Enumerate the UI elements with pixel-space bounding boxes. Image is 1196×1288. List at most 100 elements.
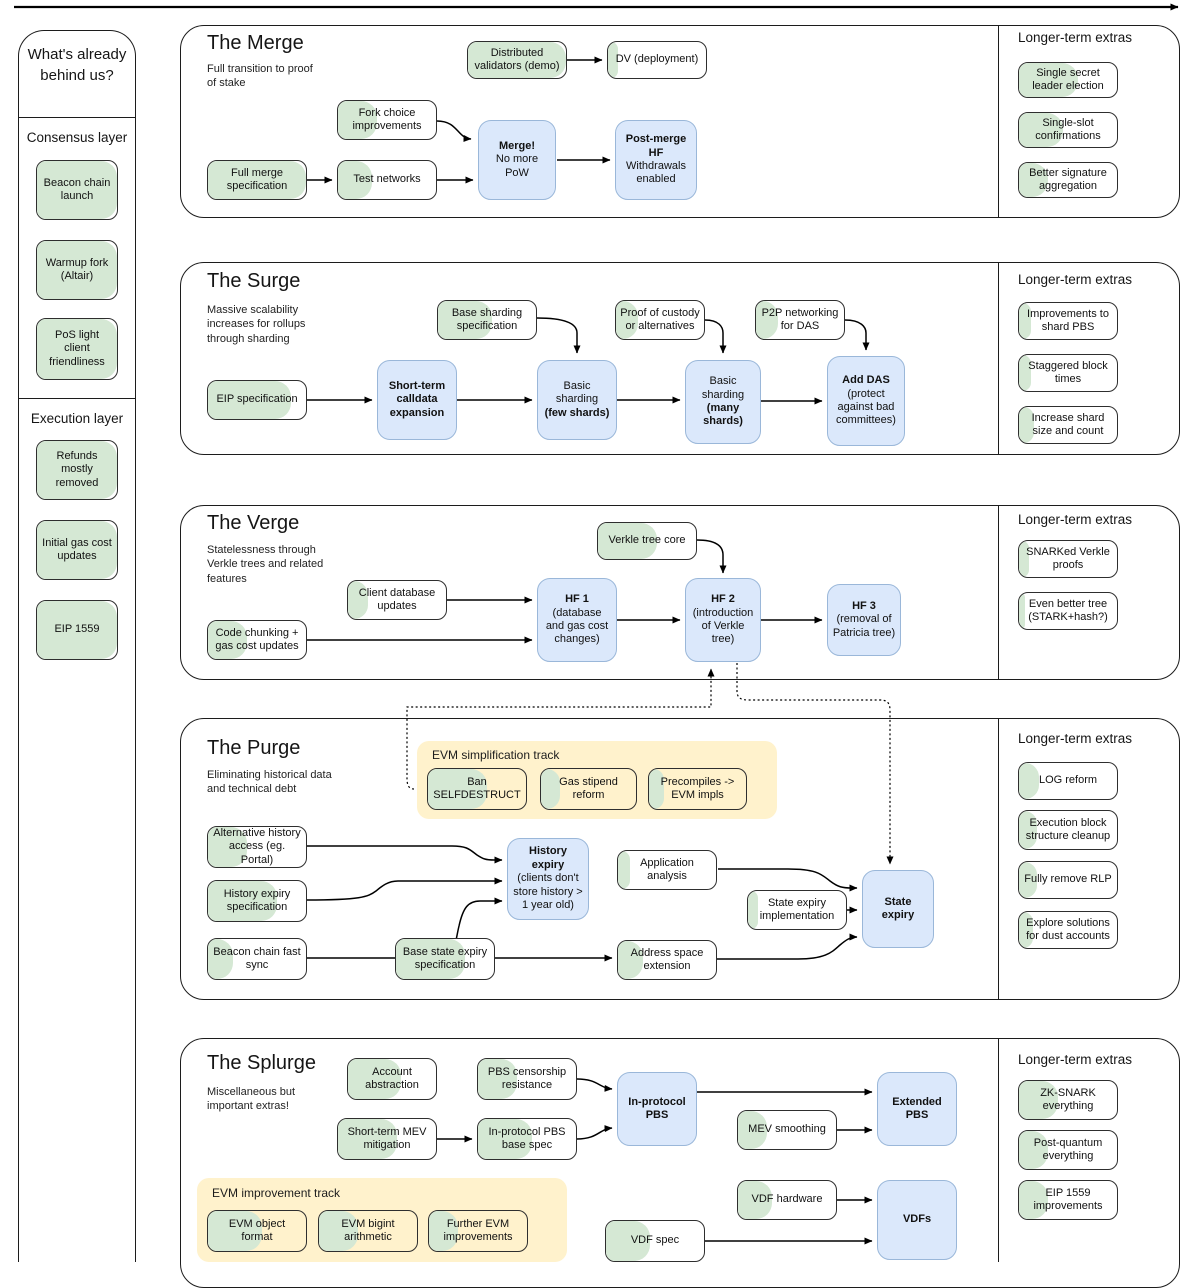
node-label: Explore solutions for dust accounts <box>1026 916 1110 942</box>
node-mev-smoothing[interactable]: MEV smoothing <box>737 1110 837 1150</box>
node-base-sharding-spec[interactable]: Base sharding specification <box>437 300 537 340</box>
surge-title: The Surge <box>207 270 301 292</box>
node-state-expiry-implementation[interactable]: State expiry implementation <box>747 890 847 930</box>
node-label: LOG reform <box>1038 774 1098 787</box>
node-evm-object-format[interactable]: EVM object format <box>207 1210 307 1252</box>
milestone-hf3[interactable]: HF 3(removal of Patricia tree) <box>827 584 901 656</box>
node-label: VDF hardware <box>751 1193 823 1206</box>
node-in-protocol-pbs-base-spec[interactable]: In-protocol PBS base spec <box>477 1118 577 1160</box>
node-client-database-updates[interactable]: Client database updates <box>347 580 447 620</box>
node-pos-light-client[interactable]: PoS light client friendliness <box>36 318 118 380</box>
extra-execution-block-cleanup[interactable]: Execution block structure cleanup <box>1018 810 1118 850</box>
node-eip-specification[interactable]: EIP specification <box>207 380 307 420</box>
milestone-many-shards[interactable]: Basic sharding(many shards) <box>685 360 761 444</box>
node-warmup-fork-altair[interactable]: Warmup fork (Altair) <box>36 240 118 300</box>
milestone-calldata-expansion[interactable]: Short-term calldata expansion <box>377 360 457 440</box>
node-full-merge-spec[interactable]: Full merge specification <box>207 160 307 200</box>
node-fork-choice[interactable]: Fork choice improvements <box>337 100 437 140</box>
node-application-analysis[interactable]: Application analysis <box>617 850 717 890</box>
node-code-chunking[interactable]: Code chunking + gas cost updates <box>207 620 307 660</box>
progress-fill <box>348 581 368 619</box>
node-label: EIP 1559 improvements <box>1033 1186 1103 1212</box>
extra-log-reform[interactable]: LOG reform <box>1018 762 1118 800</box>
splurge-title: The Splurge <box>207 1052 316 1074</box>
node-history-expiry-spec[interactable]: History expiry specification <box>207 880 307 922</box>
progress-fill <box>1019 1181 1049 1219</box>
milestone-merge[interactable]: Merge!No more PoW <box>478 120 556 200</box>
node-label: VDF spec <box>630 1234 680 1247</box>
node-address-space-extension[interactable]: Address space extension <box>617 940 717 980</box>
extra-staggered-block-times[interactable]: Staggered block times <box>1018 354 1118 392</box>
node-label: Distributed validators (demo) <box>474 46 560 72</box>
node-vdf-spec[interactable]: VDF spec <box>605 1220 705 1262</box>
milestone-extended-pbs[interactable]: Extended PBS <box>877 1072 957 1146</box>
milestone-hf1[interactable]: HF 1(database and gas cost changes) <box>537 578 617 662</box>
milestone-add-das[interactable]: Add DAS(protect against bad committees) <box>827 356 905 446</box>
node-short-term-mev[interactable]: Short-term MEV mitigation <box>337 1118 437 1160</box>
node-distributed-validators[interactable]: Distributed validators (demo) <box>467 41 567 79</box>
node-refunds-removed[interactable]: Refunds mostly removed <box>36 440 118 500</box>
node-label: Fully remove RLP <box>1024 873 1112 886</box>
node-initial-gas-cost[interactable]: Initial gas cost updates <box>36 520 118 580</box>
extra-zk-snark-everything[interactable]: ZK-SNARK everything <box>1018 1080 1118 1120</box>
node-p2p-networking-das[interactable]: P2P networking for DAS <box>755 300 845 340</box>
evm-improvement-track-label: EVM improvement track <box>212 1186 341 1200</box>
extra-dust-accounts[interactable]: Explore solutions for dust accounts <box>1018 911 1118 949</box>
extra-shard-pbs[interactable]: Improvements to shard PBS <box>1018 302 1118 340</box>
node-label: EVM object format <box>228 1217 286 1243</box>
node-vdf-hardware[interactable]: VDF hardware <box>737 1180 837 1220</box>
node-label: PBS censorship resistance <box>487 1065 567 1091</box>
milestone-hf2[interactable]: HF 2(introduction of Verkle tree) <box>685 578 761 662</box>
progress-fill <box>428 769 487 809</box>
node-proof-of-custody[interactable]: Proof of custody or alternatives <box>615 300 705 340</box>
node-account-abstraction[interactable]: Account abstraction <box>347 1058 437 1100</box>
progress-fill <box>1019 593 1025 629</box>
node-label: Increase shard size and count <box>1031 411 1105 437</box>
node-ban-selfdestruct[interactable]: Ban SELFDESTRUCT <box>427 768 527 810</box>
node-beacon-chain-fast-sync[interactable]: Beacon chain fast sync <box>207 938 307 980</box>
milestone-few-shards[interactable]: Basic sharding(few shards) <box>537 360 617 440</box>
node-gas-stipend-reform[interactable]: Gas stipend reform <box>540 768 637 810</box>
extra-fully-remove-rlp[interactable]: Fully remove RLP <box>1018 861 1118 899</box>
node-further-evm-improvements[interactable]: Further EVM improvements <box>428 1210 528 1252</box>
progress-fill <box>1019 163 1049 197</box>
milestone-state-expiry[interactable]: State expiry <box>862 870 934 948</box>
progress-fill <box>756 301 778 339</box>
node-beacon-chain-launch[interactable]: Beacon chain launch <box>36 160 118 220</box>
progress-fill <box>478 1119 532 1159</box>
progress-fill <box>1019 862 1037 898</box>
extra-single-slot-confirmations[interactable]: Single-slot confirmations <box>1018 112 1118 148</box>
extra-post-quantum-everything[interactable]: Post-quantum everything <box>1018 1130 1118 1170</box>
node-precompiles-evm-impls[interactable]: Precompiles -> EVM impls <box>648 768 747 810</box>
node-label: Post-quantum everything <box>1033 1136 1103 1162</box>
node-test-networks[interactable]: Test networks <box>337 160 437 200</box>
node-label: EVM bigint arithmetic <box>341 1217 395 1243</box>
node-dv-deployment[interactable]: DV (deployment) <box>607 41 707 79</box>
node-base-state-expiry-spec[interactable]: Base state expiry specification <box>395 938 495 980</box>
node-label: Execution block structure cleanup <box>1025 816 1111 842</box>
node-alternative-history-access[interactable]: Alternative history access (eg. Portal) <box>207 826 307 868</box>
progress-fill <box>606 1221 651 1261</box>
node-evm-bigint-arithmetic[interactable]: EVM bigint arithmetic <box>318 1210 418 1252</box>
extra-even-better-tree[interactable]: Even better tree (STARK+hash?) <box>1018 592 1118 630</box>
extras-divider <box>998 262 999 455</box>
milestone-in-protocol-pbs[interactable]: In-protocol PBS <box>617 1072 697 1146</box>
node-eip-1559[interactable]: EIP 1559 <box>36 600 118 660</box>
progress-fill <box>208 381 292 419</box>
extra-snarked-verkle-proofs[interactable]: SNARKed Verkle proofs <box>1018 540 1118 578</box>
node-pbs-censorship-resistance[interactable]: PBS censorship resistance <box>477 1058 577 1100</box>
progress-fill <box>338 101 378 139</box>
milestone-vdfs[interactable]: VDFs <box>877 1180 957 1260</box>
node-label: Even better tree (STARK+hash?) <box>1028 597 1108 623</box>
verge-subtitle: Statelessness through Verkle trees and r… <box>207 544 324 585</box>
extra-shard-size-count[interactable]: Increase shard size and count <box>1018 406 1118 444</box>
milestone-history-expiry[interactable]: History expiry(clients don't store histo… <box>507 838 589 920</box>
extra-eip-1559-improvements[interactable]: EIP 1559 improvements <box>1018 1180 1118 1220</box>
splurge-extras-title: Longer-term extras <box>1018 1052 1133 1067</box>
extra-signature-aggregation[interactable]: Better signature aggregation <box>1018 162 1118 198</box>
extra-single-secret-leader[interactable]: Single secret leader election <box>1018 62 1118 98</box>
node-verkle-tree-core[interactable]: Verkle tree core <box>597 522 697 560</box>
node-label: Full merge specification <box>226 166 288 192</box>
purge-extras-title: Longer-term extras <box>1018 731 1133 746</box>
